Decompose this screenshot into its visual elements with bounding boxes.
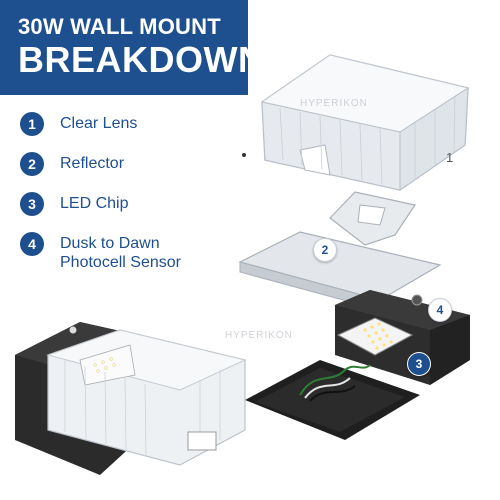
housing-back-plate-illustration [245, 360, 420, 440]
legend-number-badge: 2 [20, 152, 44, 176]
legend-label: LED Chip [60, 195, 129, 212]
led-chip-illustration [336, 317, 414, 356]
reflector-illustration [238, 191, 442, 311]
legend-number-badge: 1 [20, 112, 44, 136]
legend-item-led-chip: 3 LED Chip [20, 192, 250, 216]
clear-lens-illustration [242, 54, 470, 212]
legend-item-reflector: 2 Reflector [20, 152, 250, 176]
title-banner: 30W WALL MOUNT BREAKDOWN [0, 0, 265, 95]
legend-item-photocell-sensor: 4 Dusk to Dawn Photocell Sensor [20, 232, 250, 272]
callout-badge-4: 4 [428, 298, 452, 322]
callout-number-1: 1 [446, 150, 454, 165]
legend-number-badge: 3 [20, 192, 44, 216]
callout-badge-3: 3 [407, 352, 431, 376]
assembled-light-illustration [15, 322, 247, 475]
parts-legend: 1 Clear Lens 2 Reflector 3 LED Chip 4 Du… [20, 112, 250, 290]
legend-label: Reflector [60, 155, 125, 172]
legend-label: Dusk to Dawn Photocell Sensor [60, 235, 181, 271]
title-line-2: BREAKDOWN [18, 39, 265, 80]
legend-item-clear-lens: 1 Clear Lens [20, 112, 250, 136]
watermark-text: HYPERIKON [300, 98, 368, 109]
legend-label: Clear Lens [60, 115, 138, 132]
legend-number-badge: 4 [20, 232, 44, 256]
callout-badge-2: 2 [313, 238, 337, 262]
title-line-1: 30W WALL MOUNT [18, 14, 221, 39]
photocell-sensor-illustration [411, 294, 423, 306]
watermark-text: HYPERIKON [225, 330, 293, 341]
